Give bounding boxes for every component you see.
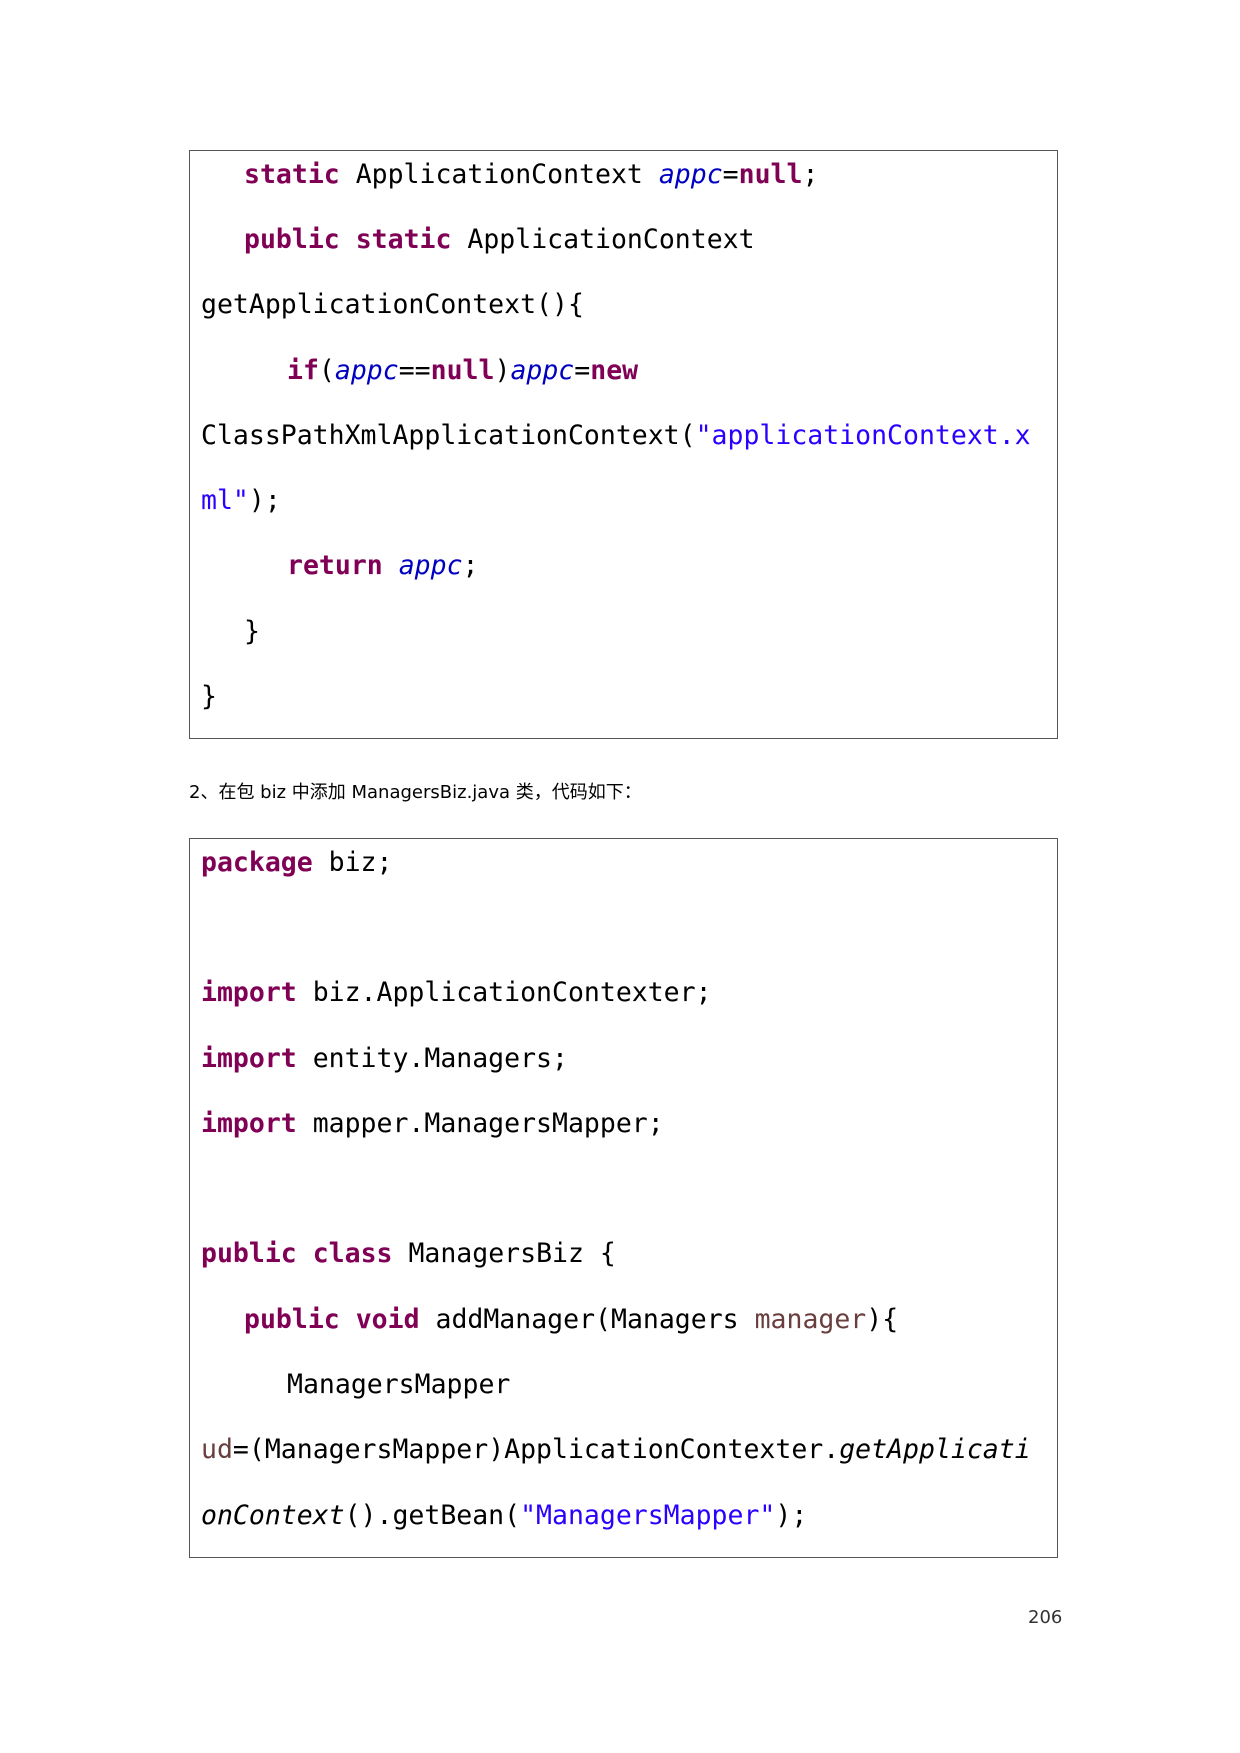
code-text: entity.Managers; xyxy=(296,1043,568,1074)
code-text: == xyxy=(398,355,431,386)
keyword: void xyxy=(355,1304,420,1335)
code-block-application-contexter: static ApplicationContext appc=null; pub… xyxy=(189,150,1058,739)
code-line: public void addManager(Managers manager)… xyxy=(244,1303,898,1337)
keyword: public xyxy=(244,1304,340,1335)
string-literal: "ManagersMapper" xyxy=(520,1500,776,1531)
code-text: ApplicationContext xyxy=(339,159,659,190)
code-line: getApplicationContext(){ xyxy=(201,288,584,322)
code-text: } xyxy=(201,681,217,712)
code-text: =(ManagersMapper)ApplicationContexter. xyxy=(232,1434,840,1465)
code-line: import entity.Managers; xyxy=(201,1042,568,1076)
keyword: new xyxy=(590,355,639,386)
code-line: } xyxy=(244,615,260,649)
code-text: addManager(Managers xyxy=(419,1304,755,1335)
code-line: ml"); xyxy=(201,484,281,518)
code-line: ManagersMapper xyxy=(287,1368,510,1402)
code-text: = xyxy=(722,159,739,190)
local-variable: ud xyxy=(201,1434,233,1465)
static-method: getApplicati xyxy=(839,1434,1031,1465)
code-text: ApplicationContext xyxy=(451,224,755,255)
string-literal: ml" xyxy=(201,485,249,516)
code-text: biz; xyxy=(312,847,393,878)
code-line: import biz.ApplicationContexter; xyxy=(201,976,712,1010)
code-line: ud=(ManagersMapper)ApplicationContexter.… xyxy=(201,1433,1031,1467)
keyword: return xyxy=(287,550,383,581)
field-ref: appc xyxy=(334,355,399,386)
page-number: 206 xyxy=(1028,1607,1063,1628)
code-text: ().getBean( xyxy=(344,1500,521,1531)
keyword: static xyxy=(244,159,340,190)
code-text: ); xyxy=(775,1500,808,1531)
code-line: public class ManagersBiz { xyxy=(201,1237,616,1271)
code-line: onContext().getBean("ManagersMapper"); xyxy=(201,1499,807,1533)
field-ref: appc xyxy=(510,355,575,386)
code-line: public static ApplicationContext xyxy=(244,223,755,257)
code-text: getApplicationContext(){ xyxy=(201,289,584,320)
keyword: public xyxy=(201,1238,297,1269)
code-line: import mapper.ManagersMapper; xyxy=(201,1107,664,1141)
keyword: public xyxy=(244,224,340,255)
code-text: ClassPathXmlApplicationContext( xyxy=(201,420,696,451)
keyword: import xyxy=(201,1043,297,1074)
string-literal: "applicationContext.x xyxy=(695,420,1031,451)
code-line: if(appc==null)appc=new xyxy=(287,354,638,388)
code-text: ( xyxy=(318,355,335,386)
code-text: biz.ApplicationContexter; xyxy=(296,977,712,1008)
code-text xyxy=(340,224,356,255)
section-caption: 2、在包 biz 中添加 ManagersBiz.java 类，代码如下： xyxy=(189,782,642,803)
code-text: ManagersBiz { xyxy=(392,1238,616,1269)
keyword: null xyxy=(738,159,803,190)
code-text: ) xyxy=(494,355,511,386)
keyword: package xyxy=(201,847,313,878)
code-text: ; xyxy=(462,550,479,581)
code-text: ManagersMapper xyxy=(287,1369,511,1400)
code-line: package biz; xyxy=(201,846,392,880)
keyword: import xyxy=(201,977,297,1008)
code-block-managers-biz: package biz; import biz.ApplicationConte… xyxy=(189,838,1058,1558)
keyword: null xyxy=(430,355,495,386)
code-text xyxy=(383,550,399,581)
code-line: ClassPathXmlApplicationContext("applicat… xyxy=(201,419,1031,453)
code-line: static ApplicationContext appc=null; xyxy=(244,158,818,192)
keyword: import xyxy=(201,1108,297,1139)
code-text: ){ xyxy=(866,1304,899,1335)
code-text: } xyxy=(244,616,260,647)
keyword: if xyxy=(287,355,319,386)
code-text: ; xyxy=(802,159,819,190)
code-line: return appc; xyxy=(287,549,479,583)
code-text: mapper.ManagersMapper; xyxy=(296,1108,664,1139)
static-method: onContext xyxy=(201,1500,345,1531)
code-text xyxy=(340,1304,356,1335)
field-ref: appc xyxy=(658,159,723,190)
keyword: class xyxy=(312,1238,393,1269)
keyword: static xyxy=(355,224,452,255)
code-text xyxy=(297,1238,313,1269)
code-text: ); xyxy=(248,485,281,516)
code-line: } xyxy=(201,680,217,714)
field-ref: appc xyxy=(398,550,463,581)
code-text: = xyxy=(574,355,591,386)
parameter-ref: manager xyxy=(754,1304,867,1335)
